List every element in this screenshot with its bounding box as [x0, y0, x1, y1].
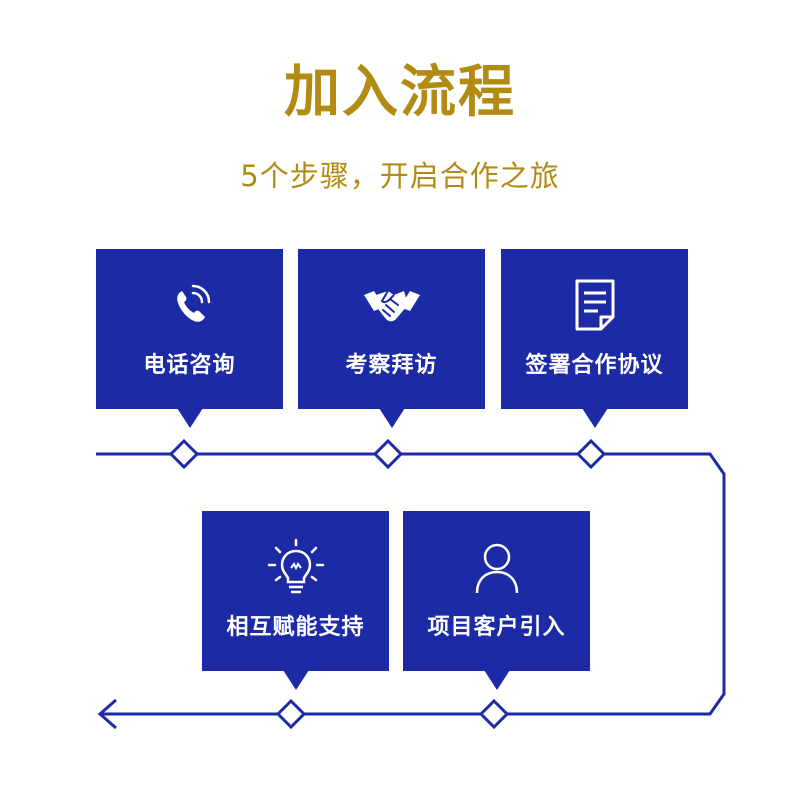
step-label-2: 考察拜访 [345, 353, 438, 378]
timeline-node-4 [275, 698, 307, 730]
user-icon [403, 537, 590, 597]
card-pointer [282, 670, 309, 690]
handshake-icon [298, 275, 485, 335]
step-card-2: 考察拜访 [298, 249, 485, 428]
step-card-5: 项目客户引入 [403, 511, 590, 690]
lightbulb-icon [202, 537, 389, 597]
timeline-node-1 [168, 438, 200, 470]
step-label-4: 相互赋能支持 [226, 615, 365, 640]
step-card-3: 签署合作协议 [501, 249, 688, 428]
timeline-node-5 [478, 698, 510, 730]
document-icon [501, 275, 688, 335]
step-card-4: 相互赋能支持 [202, 511, 389, 690]
timeline-path [96, 452, 726, 716]
timeline-arrowhead [97, 698, 117, 730]
step-label-3: 签署合作协议 [525, 353, 664, 378]
phone-icon [96, 275, 283, 335]
card-pointer [581, 408, 608, 428]
timeline-node-2 [372, 438, 404, 470]
timeline-node-3 [575, 438, 607, 470]
card-pointer [176, 408, 203, 428]
card-pointer [483, 670, 510, 690]
step-label-1: 电话咨询 [143, 353, 236, 378]
card-pointer [378, 408, 405, 428]
page-subtitle: 5个步骤，开启合作之旅 [240, 159, 560, 193]
step-label-5: 项目客户引入 [427, 615, 566, 640]
page-title: 加入流程 [284, 60, 516, 125]
step-card-1: 电话咨询 [96, 249, 283, 428]
